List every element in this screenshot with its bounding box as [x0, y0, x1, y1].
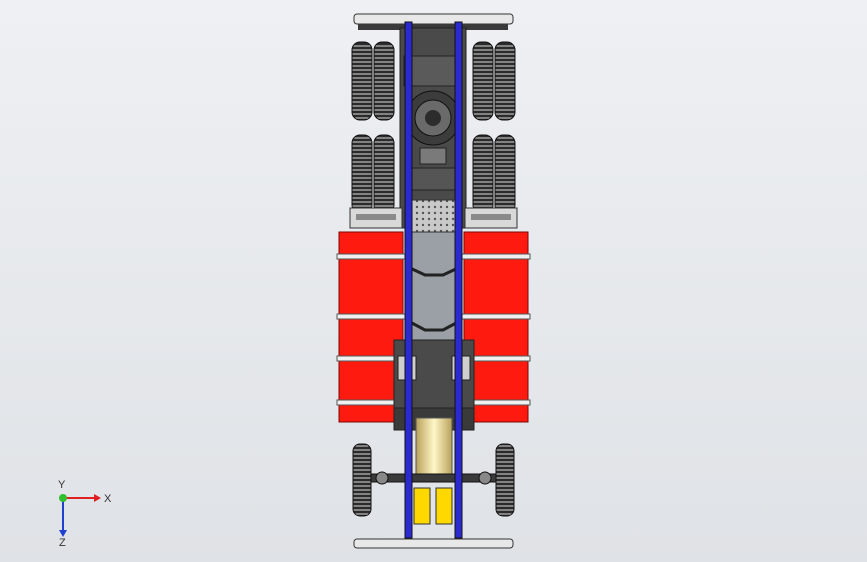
tire-second-right-outer — [494, 134, 516, 214]
y-axis-label: Y — [58, 479, 66, 491]
x-axis-arrow — [94, 494, 101, 502]
fuel-tank-right — [457, 231, 531, 423]
mudguard-left — [349, 207, 403, 229]
front-bumper — [353, 13, 514, 30]
mid-crossmembers — [409, 231, 459, 343]
z-axis-arrow — [59, 530, 67, 537]
y-axis-dot — [59, 494, 67, 502]
tire-front-left-inner — [373, 41, 395, 121]
tire-second-right-inner — [472, 134, 494, 214]
tire-second-left-outer — [351, 134, 373, 214]
rear-axle — [370, 471, 497, 485]
x-axis-label: X — [104, 493, 112, 505]
tire-rear-left — [352, 443, 372, 517]
air-tank — [415, 417, 453, 477]
frame-rail-left — [404, 21, 413, 539]
fuel-tank-left — [336, 231, 410, 423]
axis-triad: X Y Z — [58, 479, 112, 548]
mudguard-right — [464, 207, 518, 229]
tire-front-left-outer — [351, 41, 373, 121]
rear-bumper — [353, 538, 514, 549]
checker-plate — [407, 199, 461, 233]
tire-front-right-inner — [472, 41, 494, 121]
frame-rail-right — [454, 21, 463, 539]
battery-left — [413, 487, 431, 525]
tire-second-left-inner — [373, 134, 395, 214]
battery-right — [435, 487, 453, 525]
z-axis-label: Z — [59, 537, 66, 548]
tire-front-right-outer — [494, 41, 516, 121]
tire-rear-right — [495, 443, 515, 517]
